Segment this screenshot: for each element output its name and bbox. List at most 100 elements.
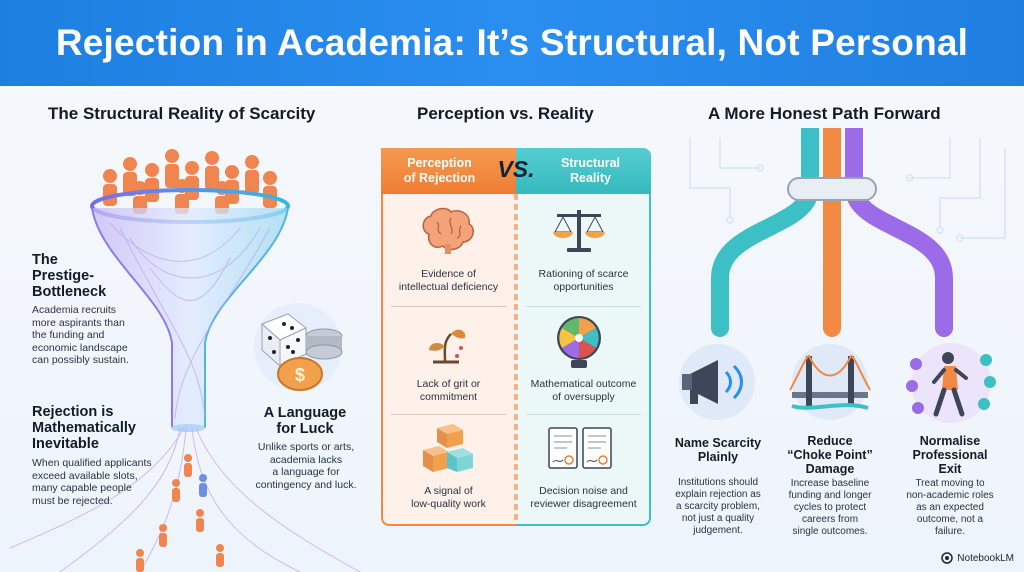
perception-row-1: Evidence of intellectual deficiency <box>386 268 511 294</box>
card-body-line: single outcomes. <box>792 526 868 537</box>
card-title-scarcity: Name Scarcity Plainly <box>668 436 768 464</box>
perception-row-2: Lack of grit or commitment <box>386 378 511 404</box>
vs-label: VS. <box>497 156 535 182</box>
body-line: academia lacks <box>269 453 343 466</box>
reality-header-line: Structural <box>560 156 621 170</box>
card-title-line: Name Scarcity <box>674 436 762 450</box>
perception-row-3: A signal of low-quality work <box>386 485 511 511</box>
body-line: When qualified applicants <box>32 457 152 469</box>
card-title-line: Damage <box>805 462 855 476</box>
row-divider <box>391 414 506 415</box>
left-section-title: The Structural Reality of Scarcity <box>48 104 316 123</box>
bridge-icon <box>789 344 871 420</box>
reality-row-2: Mathematical outcome of oversupply <box>521 378 646 404</box>
crowd-icon <box>103 149 277 214</box>
dice-and-coins-icon: $ <box>254 303 343 391</box>
inevitable-title: Rejection is Mathematically Inevitable <box>32 404 182 452</box>
cell-line: intellectual deficiency <box>398 281 499 293</box>
megaphone-icon <box>679 344 755 420</box>
right-section-title: A More Honest Path Forward <box>708 104 941 123</box>
page-title: Rejection in Academia: It’s Structural, … <box>55 22 969 63</box>
inevitable-title-line: Mathematically <box>32 420 136 436</box>
inevitable-body: When qualified applicants exceed availab… <box>32 457 182 507</box>
body-line: Academia recruits <box>32 304 117 316</box>
card-title-line: Normalise <box>919 434 981 448</box>
body-line: economic landscape <box>32 341 128 354</box>
blocks-icon <box>423 424 473 472</box>
luck-body: Unlike sports or arts, academia lacks a … <box>244 441 368 491</box>
body-line: more aspirants than <box>32 316 125 329</box>
cell-line: opportunities <box>553 281 614 293</box>
prestige-title: The Prestige- Bottleneck <box>32 252 152 300</box>
cell-line: Lack of grit or <box>416 378 481 390</box>
cell-line: Evidence of <box>421 268 476 280</box>
card-body-choke-point: Increase baseline funding and longer cyc… <box>776 478 884 538</box>
cell-line: reviewer disagreement <box>530 498 637 510</box>
card-body-line: a scarcity problem, <box>676 501 760 512</box>
row-divider <box>391 306 506 307</box>
body-line: must be rejected. <box>32 494 113 507</box>
card-title-line: Exit <box>938 462 962 476</box>
paths-illustration <box>689 128 1006 337</box>
card-title-exit: Normalise Professional Exit <box>898 434 1002 476</box>
prestige-title-line: The <box>32 252 58 268</box>
card-body-line: not just a quality <box>681 513 755 524</box>
body-line: can possibly sustain. <box>32 354 129 366</box>
wilting-plant-icon <box>429 329 466 364</box>
body-line: Unlike sports or arts, <box>257 441 355 453</box>
body-line: contingency and luck. <box>255 478 357 491</box>
reality-row-3: Decision noise and reviewer disagreement <box>521 485 646 511</box>
title-banner: Rejection in Academia: It’s Structural, … <box>0 0 1024 86</box>
card-body-line: non-academic roles <box>906 490 994 501</box>
card-title-line: Reduce <box>807 434 853 448</box>
card-title-line: “Choke Point” <box>787 448 873 462</box>
prestige-title-line: Prestige- <box>32 268 95 284</box>
prestige-title-line: Bottleneck <box>32 284 107 300</box>
prize-wheel-icon <box>557 316 601 368</box>
card-body-line: cycles to protect <box>793 502 867 513</box>
inevitable-title-line: Inevitable <box>32 436 99 452</box>
funnel-illustration <box>9 149 361 572</box>
cell-line: Rationing of scarce <box>538 268 629 280</box>
notebooklm-icon <box>941 552 954 564</box>
card-body-exit: Treat moving to non-academic roles as an… <box>894 478 1006 538</box>
column-divider <box>514 194 518 524</box>
perception-header-line: Perception <box>407 156 472 170</box>
cell-line: low-quality work <box>411 498 486 510</box>
cell-line: Mathematical outcome <box>530 378 637 390</box>
luck-title-line: for Luck <box>276 421 334 437</box>
card-body-line: judgement. <box>693 525 743 536</box>
body-line: exceed available slots, <box>32 469 138 482</box>
body-line: many capable people <box>32 482 132 494</box>
cell-line: commitment <box>419 391 478 403</box>
luck-title-line: A Language <box>263 405 347 421</box>
cell-line: of oversupply <box>552 391 615 403</box>
reality-header-line: Reality <box>570 171 611 185</box>
card-title-line: Professional <box>912 448 988 462</box>
reality-header: Structural Reality <box>516 148 651 194</box>
card-body-line: failure. <box>934 526 965 537</box>
brain-icon <box>422 207 474 254</box>
perception-header: Perception of Rejection <box>381 148 516 194</box>
card-body-line: Institutions should <box>677 477 759 488</box>
body-line: a language for <box>272 466 340 478</box>
card-body-line: funding and longer <box>788 490 872 501</box>
card-title-line: Plainly <box>697 450 739 464</box>
middle-section-title: Perception vs. Reality <box>417 104 594 123</box>
scales-icon <box>553 210 605 252</box>
svg-text:$: $ <box>295 365 305 385</box>
card-body-line: careers from <box>801 514 859 525</box>
reality-row-1: Rationing of scarce opportunities <box>521 268 646 294</box>
prestige-body: Academia recruits more aspirants than th… <box>32 304 152 367</box>
brand-name: NotebookLM <box>957 552 1014 564</box>
card-body-line: Increase baseline <box>790 478 870 489</box>
luck-title: A Language for Luck <box>250 405 360 437</box>
inevitable-title-line: Rejection is <box>32 404 114 420</box>
body-line: the funding and <box>32 329 105 341</box>
card-body-line: outcome, not a <box>916 514 984 525</box>
comparison-panel: Perception of Rejection Structural Reali… <box>381 148 651 526</box>
card-body-line: Treat moving to <box>915 478 985 489</box>
card-body-scarcity: Institutions should explain rejection as… <box>666 477 770 537</box>
cell-line: Decision noise and <box>539 485 628 497</box>
